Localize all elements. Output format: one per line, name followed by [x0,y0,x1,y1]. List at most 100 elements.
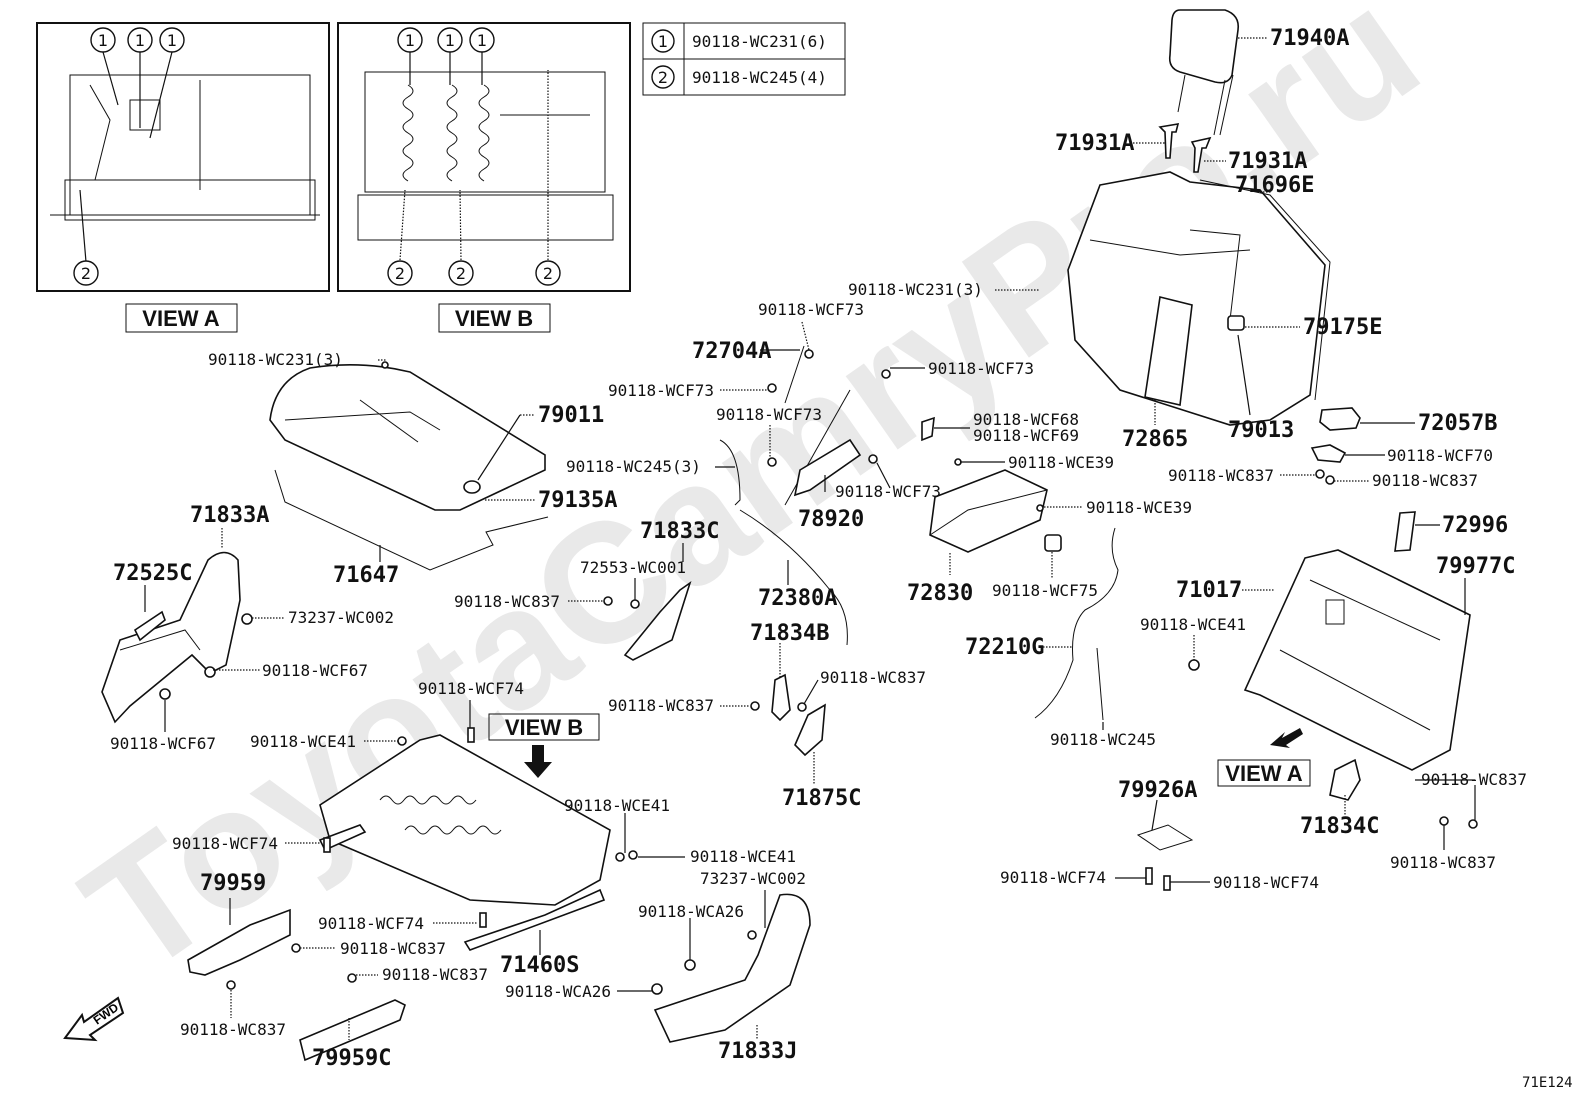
part-clip-wcf68 [921,416,935,442]
label-73237-wc002: 73237-WC002 [700,869,806,888]
leader-lines [144,37,1476,1040]
label-90118-wca26: 90118-WCA26 [505,982,611,1001]
part-seat-frame-71460S [318,727,638,951]
callout-symbol: 2 [73,260,99,286]
part-headrest [1168,9,1240,136]
label-90118-wcf70: 90118-WCF70 [1387,446,1493,465]
label-90118-wce41: 90118-WCE41 [1140,615,1246,634]
svg-text:1: 1 [135,31,145,50]
diagram-code: 71E124 [1522,1075,1573,1091]
view-b-arrow-icon [524,745,552,778]
svg-text:1: 1 [658,32,668,51]
label-79959C: 79959C [312,1046,391,1071]
part-clip [1310,444,1347,463]
label-90118-wce41: 90118-WCE41 [690,847,796,866]
label-79977C: 79977C [1436,554,1515,579]
callout-symbol: 2 [387,260,413,286]
label-90118-wcf73: 90118-WCF73 [758,300,864,319]
label-90118-wcf73: 90118-WCF73 [835,482,941,501]
label-79175E: 79175E [1303,315,1382,340]
svg-text:1: 1 [167,31,177,50]
label-71833A: 71833A [190,503,269,528]
callout-symbol: 1 [159,27,185,53]
label-90118-wcf74: 90118-WCF74 [172,834,278,853]
view-a-inset-label: VIEW A [125,303,238,333]
part-armrest-72830 [929,469,1048,553]
part-seatback-panel [1144,296,1193,406]
svg-text:2: 2 [658,68,668,87]
label-90118-wc837: 90118-WC837 [340,939,446,958]
part-seatback-frame [1243,549,1471,771]
label-90118-wcf67: 90118-WCF67 [262,661,368,680]
label-72704A: 72704A [692,339,771,364]
label-71834B: 71834B [750,621,829,646]
svg-text:2: 2 [543,264,553,283]
part-cover-79959C [299,999,406,1062]
label-90118-wc837: 90118-WC837 [820,668,926,687]
view-a-callout: VIEW A [1217,759,1311,787]
fastener-legend: 1 90118-WC231(6) 2 90118-WC245(4) [642,22,846,96]
label-90118-wcf75: 90118-WCF75 [992,581,1098,600]
label-79959: 79959 [200,871,266,896]
label-72525C: 72525C [113,561,192,586]
label-79013: 79013 [1228,418,1294,443]
part-cable-72704A [767,345,814,404]
label-78920: 78920 [798,507,864,532]
label-72057B: 72057B [1418,411,1497,436]
svg-text:2: 2 [395,264,405,283]
label-90118-wcf74: 90118-WCF74 [318,914,424,933]
callout-symbol: 1 [397,27,423,53]
part-screws [1315,469,1335,485]
view-a-arrow-icon [1270,728,1303,748]
part-seat-cover-79011 [269,361,546,511]
callout-symbol: 1 [90,27,116,53]
label-90118-wcf69: 90118-WCF69 [973,426,1079,445]
label-90118-wcf68: 90118-WCF68 [973,410,1079,429]
label-90118-wce39: 90118-WCE39 [1086,498,1192,517]
view-a-inset: 1 1 1 2 [36,22,330,292]
label-71833J: 71833J [718,1039,797,1064]
label-71875C: 71875C [782,786,861,811]
legend-row: 1 90118-WC231(6) [651,29,827,53]
label-72553-wc001: 72553-WC001 [580,558,686,577]
svg-text:1: 1 [477,31,487,50]
label-90118-wce41: 90118-WCE41 [250,732,356,751]
fwd-arrow-icon: FWD [63,996,125,1042]
label-90118-wc837: 90118-WC837 [1390,853,1496,872]
svg-text:VIEW B: VIEW B [455,306,533,331]
callout-symbol: 2 [535,260,561,286]
label-90118-wcf74: 90118-WCF74 [1213,873,1319,892]
label-90118-wcf67: 90118-WCF67 [110,734,216,753]
part-recliner-bracket [1329,758,1361,801]
callout-symbol: 1 [127,27,153,53]
label-90118-wc837: 90118-WC837 [382,965,488,984]
label-72865: 72865 [1122,427,1188,452]
label-90118-wc245: 90118-WC245(3) [566,457,701,476]
part-cover-71833J [651,893,811,1043]
label-90118-wcf74: 90118-WCF74 [418,679,524,698]
part-cable-72210G [954,458,1119,721]
part-lever-78920 [793,369,891,497]
svg-text:1: 1 [98,31,108,50]
label-71931A: 71931A [1228,149,1307,174]
view-b-inset-label: VIEW B [438,303,551,333]
label-79011: 79011 [538,403,604,428]
part-seat-pad-71647 [274,469,549,571]
label-71460S: 71460S [500,953,579,978]
label-90118-wc231: 90118-WC231(3) [848,280,983,299]
part-bolts-right [1145,659,1478,891]
label-73237-wc002: 73237-WC002 [288,608,394,627]
svg-text:VIEW A: VIEW A [142,306,220,331]
part-clip-wcf75 [1044,534,1062,552]
label-90118-wca26: 90118-WCA26 [638,902,744,921]
part-bracket-71834B [750,673,826,757]
svg-text:2: 2 [81,264,91,283]
part-headrest-guides [1158,123,1212,173]
part-cover-79959 [187,908,357,990]
part-cable-72380A [719,389,851,646]
part-side-shield-71833A [101,551,241,724]
label-79926A: 79926A [1118,778,1197,803]
label-71647: 71647 [333,563,399,588]
label-90118-wcf74: 90118-WCF74 [1000,868,1106,887]
label-72210G: 72210G [965,635,1044,660]
